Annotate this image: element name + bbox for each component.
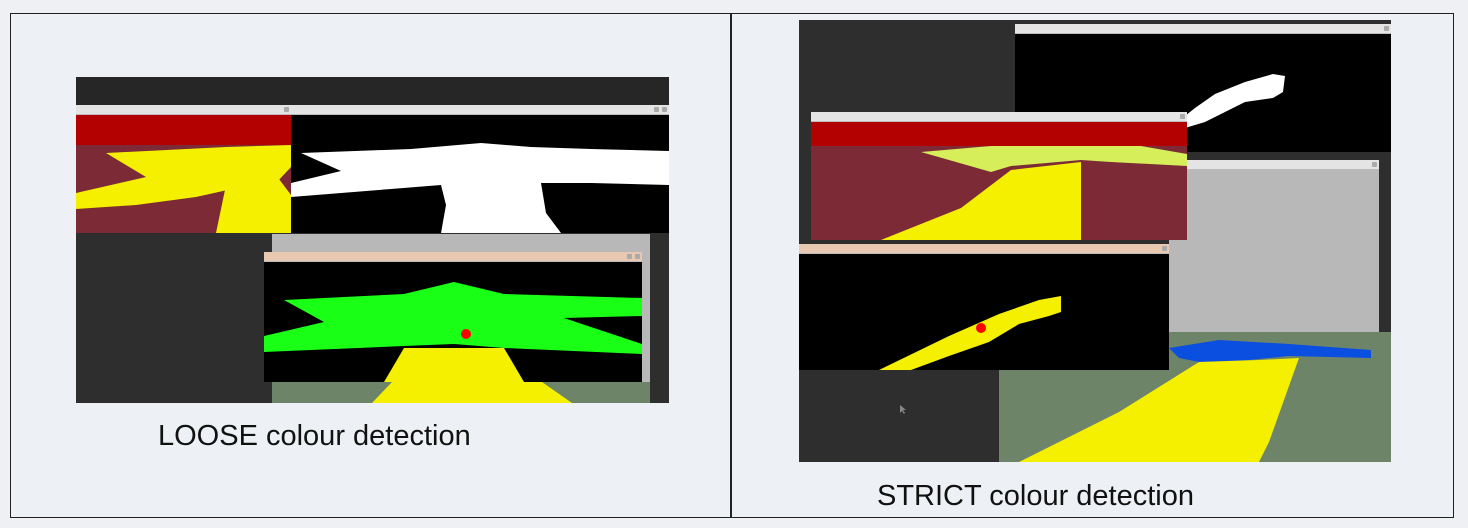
window-close-icon[interactable] (1180, 114, 1185, 119)
strict-mask-titlebar[interactable] (1015, 24, 1391, 34)
white-mask-view (291, 115, 669, 233)
loose-screenshot (76, 77, 669, 403)
mouse-pointer-icon (900, 405, 906, 414)
centroid-dot-icon (976, 323, 986, 333)
strict-detection-view (799, 254, 1169, 370)
strict-screenshot (799, 20, 1391, 462)
mask-window[interactable] (291, 105, 669, 233)
strict-caption: STRICT colour detection (877, 480, 1194, 512)
green-detection-view (264, 262, 642, 382)
strict-camera-titlebar[interactable] (811, 112, 1187, 122)
window-close-icon[interactable] (1162, 246, 1167, 251)
strict-camera-view (811, 122, 1187, 240)
desktop-top-strip (76, 77, 669, 105)
loose-caption: LOOSE colour detection (158, 420, 471, 452)
camera-window-titlebar[interactable] (76, 105, 291, 115)
panel-divider (730, 13, 732, 518)
window-minimize-icon[interactable] (654, 107, 659, 112)
window-close-icon[interactable] (284, 107, 289, 112)
detection-window[interactable] (264, 252, 642, 382)
ground-lane (372, 382, 572, 403)
strict-camera-window[interactable] (811, 112, 1187, 240)
window-minimize-icon[interactable] (627, 254, 632, 259)
window-close-icon[interactable] (1384, 26, 1389, 31)
camera-window[interactable] (76, 105, 291, 233)
centroid-dot-icon (461, 329, 471, 339)
camera-view (76, 115, 291, 233)
window-close-icon[interactable] (635, 254, 640, 259)
window-close-icon[interactable] (662, 107, 667, 112)
strict-detection-titlebar[interactable] (799, 244, 1169, 254)
strict-detection-window[interactable] (799, 244, 1169, 370)
strict-simulator-titlebar[interactable] (1169, 160, 1379, 170)
window-close-icon[interactable] (1372, 162, 1377, 167)
detection-window-titlebar[interactable] (264, 252, 642, 262)
mask-window-titlebar[interactable] (291, 105, 669, 115)
